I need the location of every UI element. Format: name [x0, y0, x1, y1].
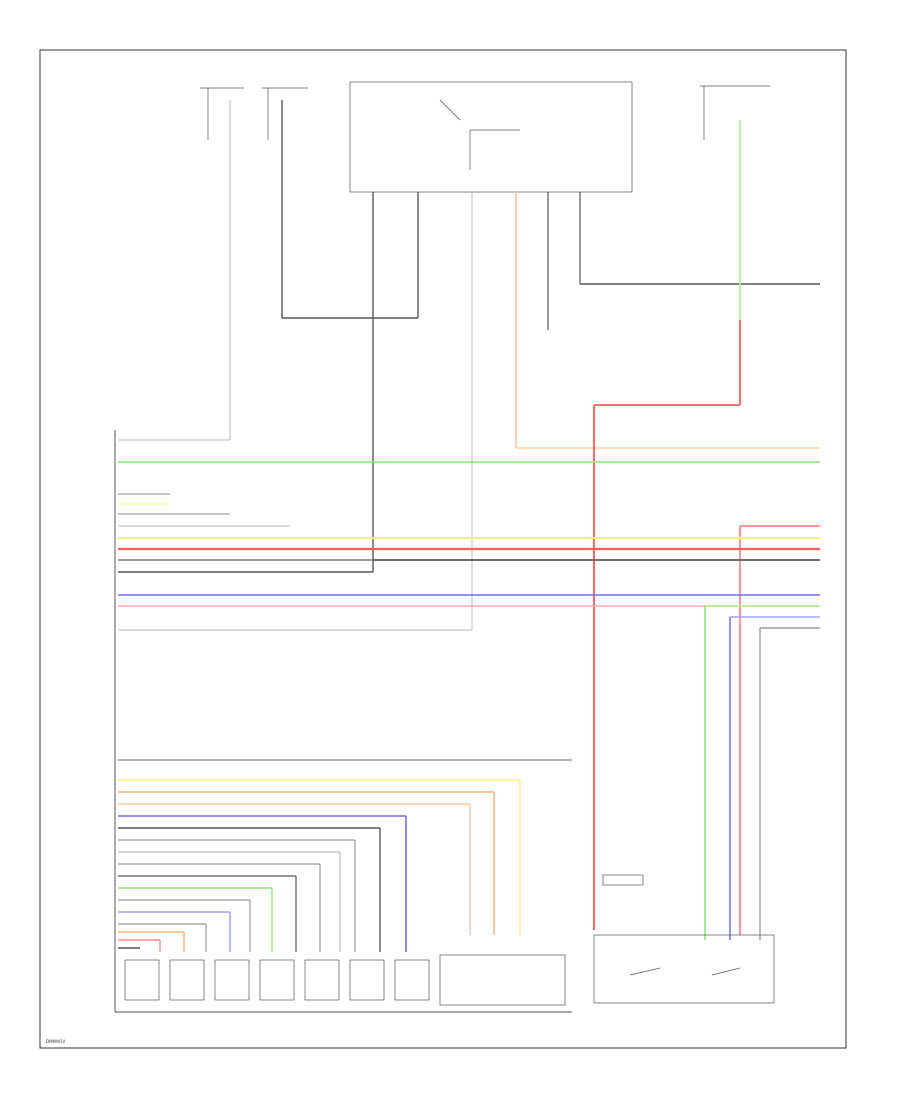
- top-wires: [229, 100, 820, 930]
- solenoid-5: [304, 959, 340, 1001]
- solenoid-3: [214, 959, 250, 1001]
- diagram-frame: [39, 49, 847, 1049]
- switch-top-bracket: [602, 874, 644, 886]
- solenoid-2: [169, 959, 205, 1001]
- solenoid-7: [394, 959, 430, 1001]
- switch-box: [593, 934, 775, 1004]
- switch-contact-a: [629, 967, 661, 976]
- harness-wires: [118, 439, 820, 935]
- switch-drops: [593, 606, 775, 1004]
- junction-block-left: [349, 81, 633, 193]
- solenoid-4: [259, 959, 295, 1001]
- sensor-block: [439, 954, 566, 1006]
- solenoid-6: [349, 959, 385, 1001]
- switch-contact-b: [711, 967, 741, 976]
- solenoid-1: [124, 959, 160, 1001]
- footer-code: DMMW1V: [46, 1039, 65, 1044]
- lower-bundle: [118, 779, 521, 952]
- solenoid-row: [124, 954, 566, 1006]
- top-components: [200, 81, 770, 193]
- control-module: [114, 430, 572, 1013]
